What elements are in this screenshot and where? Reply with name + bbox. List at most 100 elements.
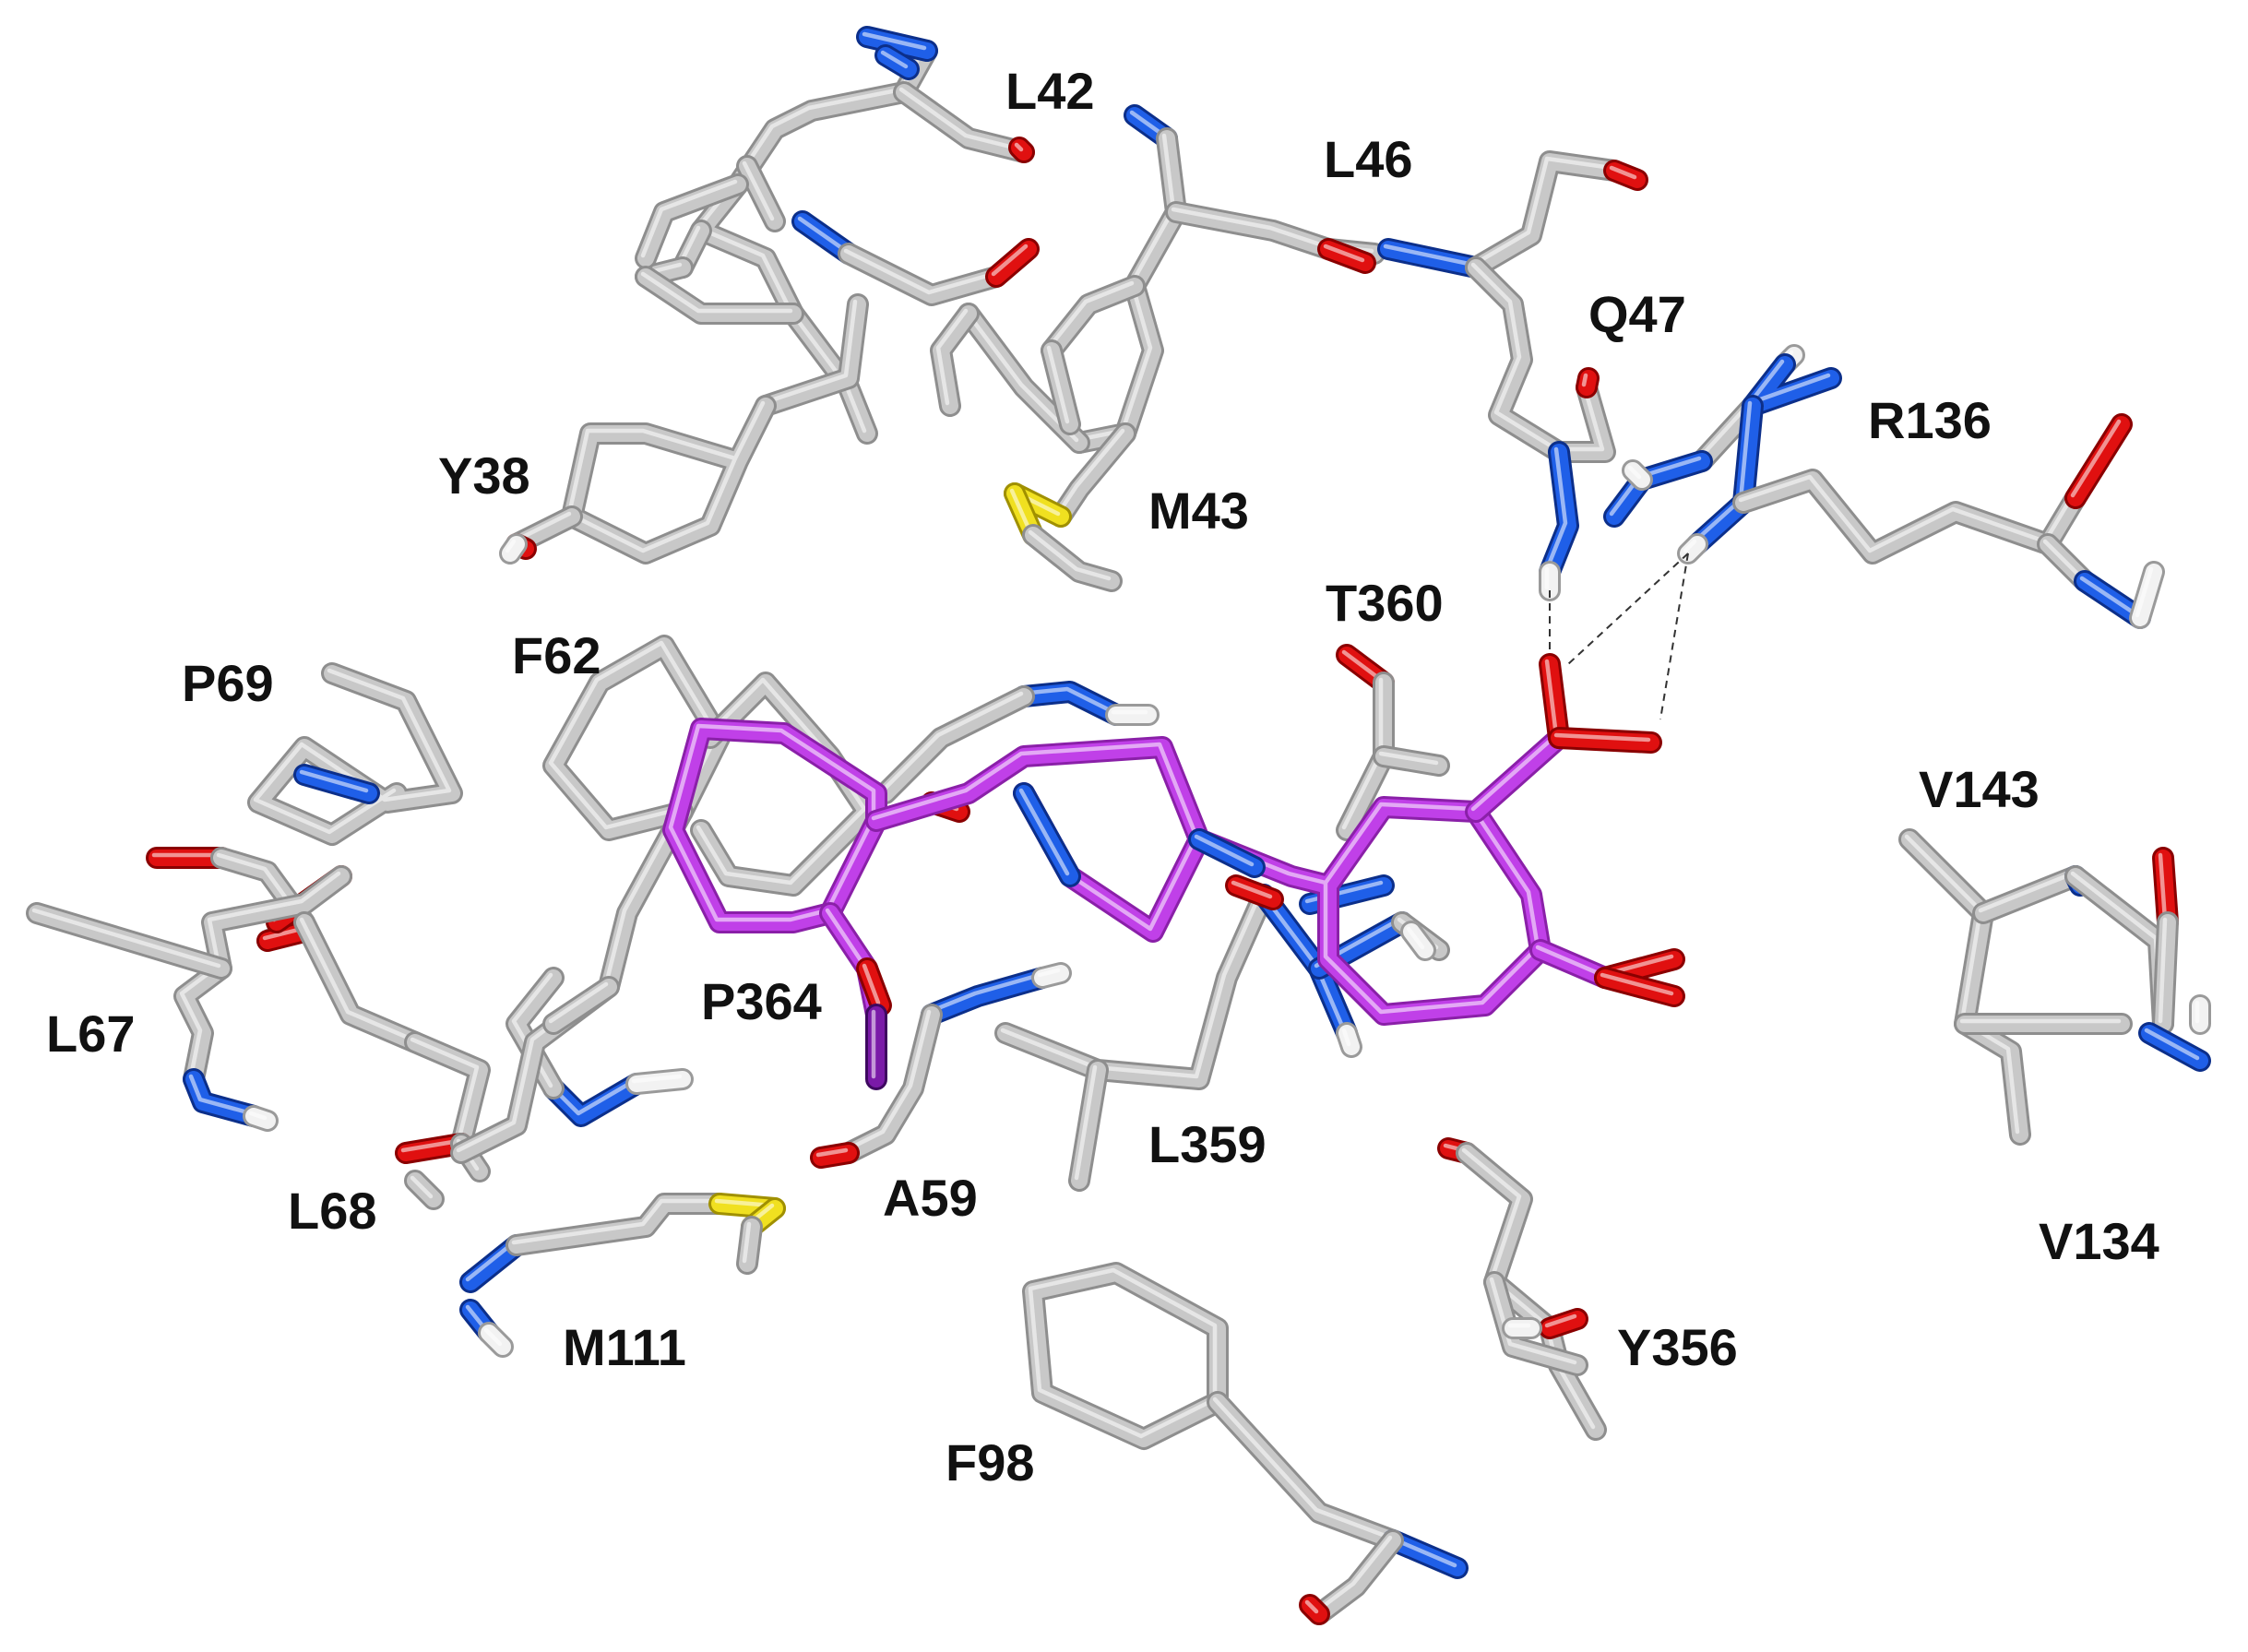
protein-bond [1317,238,1376,274]
protein-bond [1954,1013,2133,1035]
protein-bond [1465,150,1625,279]
protein-bond [755,293,869,417]
protein-bond [2189,994,2211,1035]
protein-bond [1972,865,2087,924]
residue-labels: L42 L46 Q47 R136 Y38 M43 T360 F62 P69 V1… [46,62,2159,1492]
protein-bond [561,395,777,565]
protein-bond [1400,921,1436,961]
protein-bond [856,26,938,62]
ligand-heteroatom-bond [1013,782,1081,887]
protein-bond [2138,1022,2211,1072]
ligand-heteroatom-bond [865,1004,887,1090]
protein-bond [2064,865,2174,1035]
label-L46: L46 [1324,130,1413,188]
ligand-molecule [662,653,1685,1090]
protein-bond [893,81,1035,163]
protein-bond [736,1216,763,1275]
label-F62: F62 [512,626,601,684]
protein-bond [2064,413,2133,509]
protein-bond [994,884,1275,1090]
protein-bond [499,533,528,565]
label-Y356: Y356 [1617,1318,1738,1376]
label-V143: V143 [1919,760,2040,818]
protein-bond [293,911,426,1053]
protein-bond [930,303,980,417]
label-L42: L42 [1005,62,1095,120]
protein-bond [183,1068,265,1127]
protein-bond [1207,1391,1404,1551]
protein-bond [1022,1262,1229,1450]
protein-bond [1336,1022,1362,1058]
protein-bond [506,1193,731,1256]
protein-bond [1742,353,1842,417]
protein-bond [1603,160,1648,191]
label-M43: M43 [1148,481,1249,540]
protein-bond [1539,1308,1588,1339]
protein-bond [247,662,463,846]
residue-sticks [26,26,2211,1625]
protein-bond [1013,681,1127,726]
hbond-line [1567,553,1689,665]
protein-bond [1031,962,1072,989]
label-T360: T360 [1326,574,1444,632]
protein-bond [690,173,804,325]
protein-bond [26,902,232,980]
protein-bond [625,1068,694,1095]
label-F98: F98 [946,1433,1035,1492]
protein-bond [1732,469,2087,565]
protein-bond [2152,911,2179,1035]
protein-bond [1050,422,1136,528]
protein-bond [404,1031,491,1155]
protein-bond [243,1105,279,1132]
protein-bond [810,1142,860,1169]
protein-bond [1105,704,1160,726]
ligand-heteroatom-bond [1548,727,1662,754]
protein-bond [478,1322,514,1358]
protein-bond [1548,376,1616,463]
protein-bond [635,266,804,325]
ligand-heteroatom-bond [856,957,892,1016]
label-Q47: Q47 [1588,285,1686,343]
label-L67: L67 [46,1004,136,1063]
protein-bond [173,865,352,1090]
protein-bond [1502,1317,1542,1339]
protein-bond [957,303,1090,454]
label-M111: M111 [563,1318,686,1376]
ligand-bond [1465,727,1570,823]
ligand-bond [1529,939,1616,989]
label-L359: L359 [1148,1115,1267,1173]
protein-bond [1539,441,1579,583]
protein-bond [1225,874,1284,910]
ligand-bond [865,736,1210,943]
protein-bond [635,173,749,269]
protein-bond [874,44,920,80]
protein-bond [1068,1059,1109,1192]
hbond-line [1659,553,1689,720]
protein-bond [1041,275,1146,362]
label-V134: V134 [2039,1212,2159,1270]
protein-bond [2129,561,2165,629]
protein-bond [985,238,1040,288]
protein-bond [1299,1594,1330,1625]
ligand-heteroatom-bond [1539,653,1570,749]
label-P69: P69 [182,654,274,712]
ligand-heteroatom-bond [1594,967,1685,1007]
protein-bond [1622,459,1653,491]
protein-bond [542,976,620,1035]
ligand-bond [1188,796,1552,1026]
protein-bond [1373,745,1450,777]
label-Y38: Y38 [438,446,530,505]
ligand-heteroatom-bond [1188,828,1266,878]
protein-bond [736,155,786,232]
protein-bond [1898,828,2031,1146]
protein-bond [874,685,1035,804]
protein-bond [838,1004,943,1164]
protein-bond [1483,1271,1588,1376]
protein-bond [838,243,1007,306]
protein-bond [1456,1142,1607,1441]
protein-bond [1308,1529,1404,1625]
protein-bond [1576,367,1600,398]
protein-bond [1377,238,1487,279]
hydrogen-bonds [1549,553,1689,720]
